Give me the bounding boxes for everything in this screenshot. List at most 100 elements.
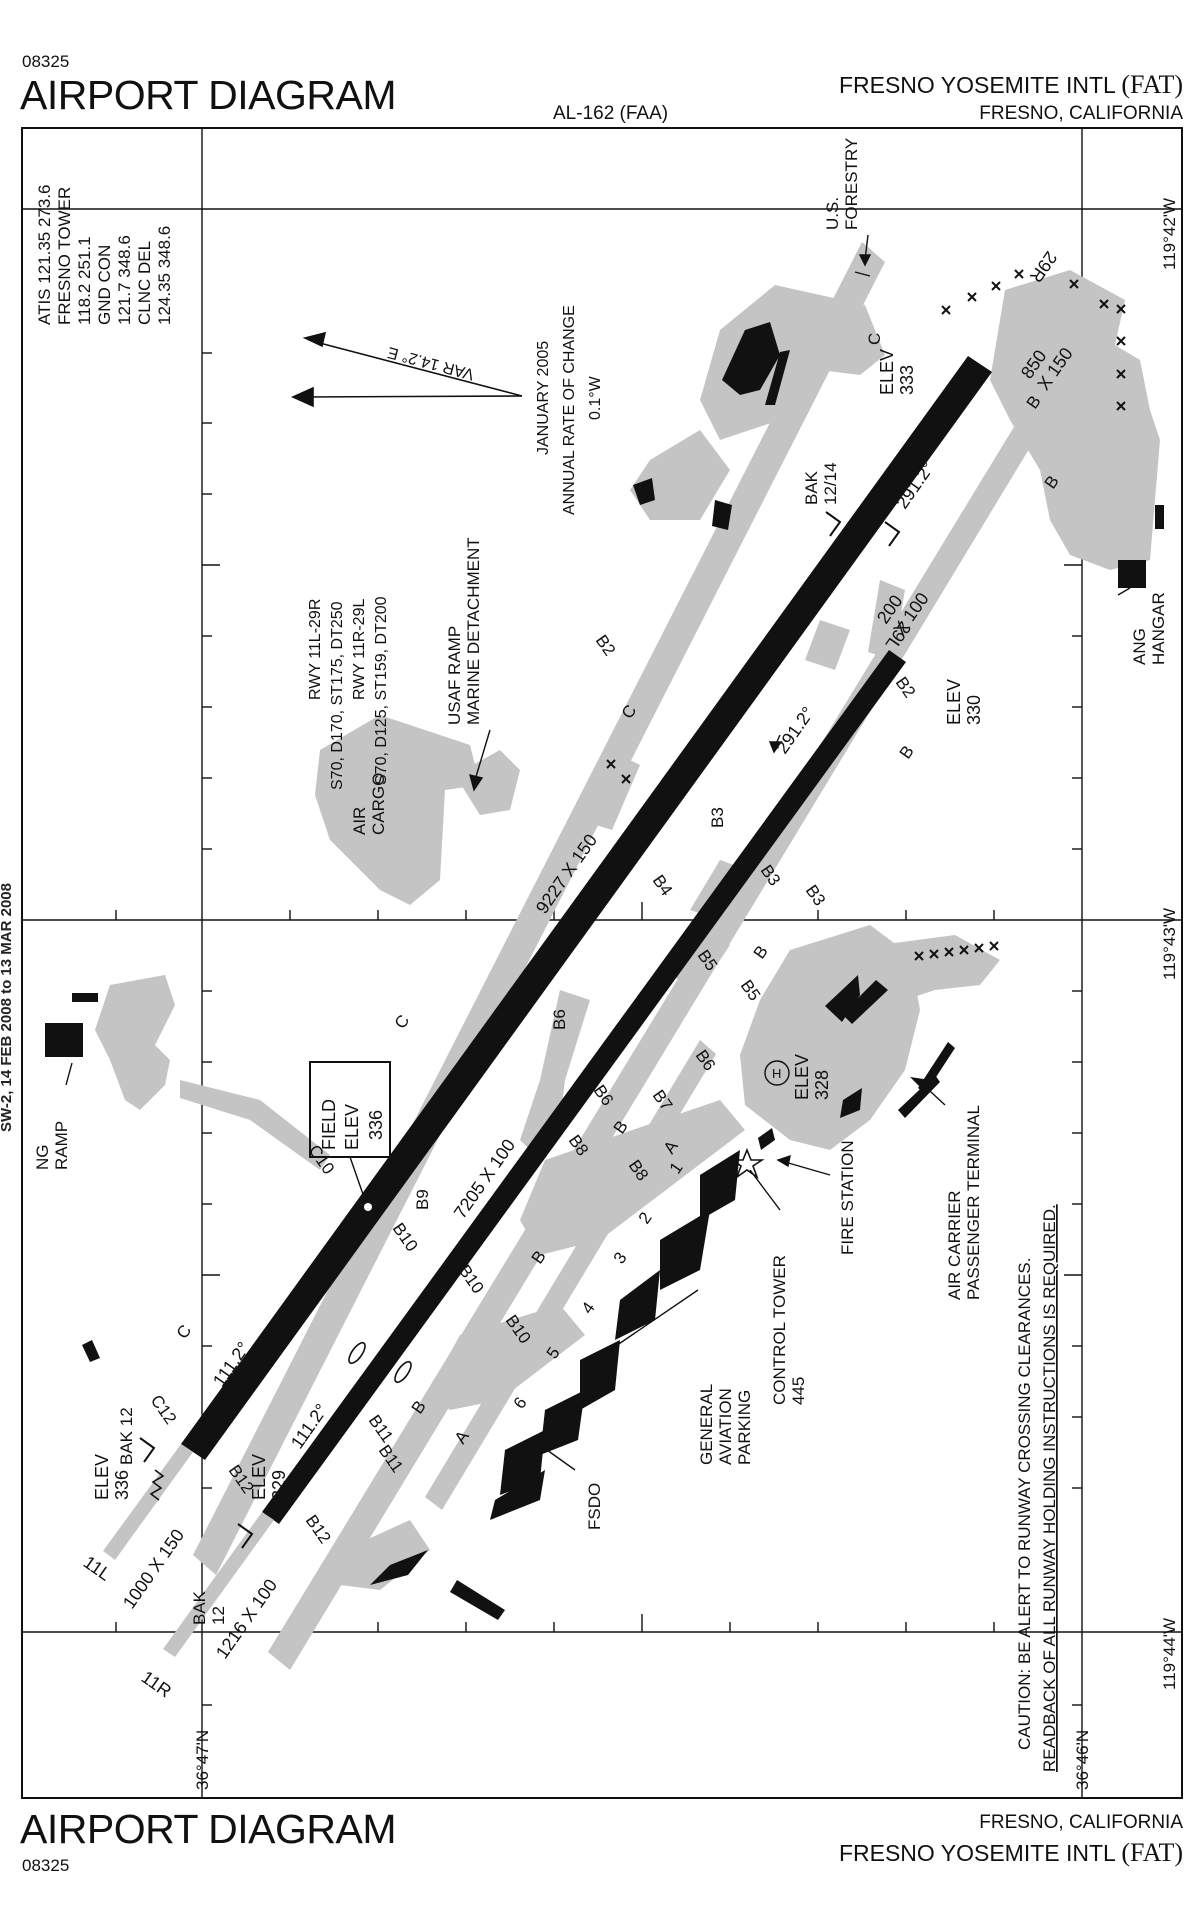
mag-rate-value: 0.1°W xyxy=(587,375,604,420)
lat-46-label: 36°46'N xyxy=(1073,1730,1092,1790)
clnc-freq: 124.35 348.6 xyxy=(155,226,174,325)
twy-c-southwest: C xyxy=(173,1321,196,1342)
ga-parking-label: GENERALAVIATIONPARKING xyxy=(697,1384,754,1465)
ga-spot-2: 2 xyxy=(635,1209,656,1228)
twy-b-terminal: B xyxy=(750,942,772,962)
bak-12-14: BAK12/14 xyxy=(802,462,840,505)
us-forestry-label: U.S.FORESTRY xyxy=(823,138,861,230)
frequency-block: ATIS 121.35 273.6 FRESNO TOWER 118.2 251… xyxy=(35,184,174,325)
chart-number-top: 08325 xyxy=(22,52,70,71)
elev-29r: ELEV333 xyxy=(877,349,917,395)
usaf-ramp-label: USAF RAMPMARINE DETACHMENT xyxy=(445,537,483,725)
strength-line-2: S70, D170, ST175, DT250 xyxy=(329,601,346,790)
facility-labels: U.S.FORESTRY USAF RAMPMARINE DETACHMENT … xyxy=(33,138,1168,1530)
elev-terminal: ELEV328 xyxy=(792,1054,832,1100)
control-tower-label: CONTROL TOWER445 xyxy=(770,1255,808,1405)
taxiway-labels: C C C C B B B B B B B A A B2 B2 B3 B3 B3… xyxy=(147,333,1063,1547)
fire-station-label: FIRE STATION xyxy=(838,1140,857,1255)
faa-number: AL-162 (FAA) xyxy=(553,103,669,124)
leader-lines xyxy=(65,234,1131,1471)
frame xyxy=(21,127,1183,1799)
rwy-11l-label: 11L xyxy=(80,1552,115,1585)
bak-12-bottom: BAK12 xyxy=(190,1590,228,1625)
ng-ramp-label: NGRAMP xyxy=(33,1121,71,1170)
strength-line-1: RWY 11L-29R xyxy=(307,599,324,700)
page-title: AIRPORT DIAGRAM xyxy=(20,72,397,118)
twy-b11-north: B11 xyxy=(365,1411,397,1446)
air-carrier-label: AIR CARRIERPASSENGER TERMINAL xyxy=(945,1105,983,1300)
rwy-11r-label: 11R xyxy=(138,1667,175,1702)
field-elev-leader xyxy=(349,1156,366,1201)
chart-number-bottom: 08325 xyxy=(22,1856,70,1875)
runway-end-ovals xyxy=(348,398,964,1384)
bak-12-left: BAK 12 xyxy=(117,1407,136,1465)
overrun-11r xyxy=(163,1512,274,1657)
ga-spot-3: 3 xyxy=(610,1249,631,1268)
arresting-labels: BAK12/14 BAK 12 BAK12 xyxy=(117,462,840,1625)
lon-43-label: 119°43'W xyxy=(1160,908,1179,980)
gnd-label: GND CON xyxy=(95,245,114,325)
buildings xyxy=(45,322,1164,1620)
runway-11l-29r xyxy=(181,356,992,1460)
strength-line-4: S70, D125, ST159, DT200 xyxy=(373,596,390,785)
twy-b2-north: B2 xyxy=(592,631,619,659)
city-top: FRESNO, CALIFORNIA xyxy=(979,103,1183,124)
magnetic-info: VAR 14.2° E JANUARY 2005 ANNUAL RATE OF … xyxy=(386,305,604,515)
caution-block: CAUTION: BE ALERT TO RUNWAY CROSSING CLE… xyxy=(1015,1204,1059,1772)
gnd-freq: 121.7 348.6 xyxy=(115,235,134,325)
twy-b-mid: B xyxy=(896,742,918,762)
mag-var: VAR 14.2° E xyxy=(386,343,476,382)
elevation-labels: FIELD ELEV 336 ELEV333 ELEV330 ELEV336 E… xyxy=(92,349,984,1500)
airport-name: FRESNO YOSEMITE INTL xyxy=(838,72,1115,98)
air-cargo-label: AIRCARGO xyxy=(350,773,388,835)
field-elev-label: ELEV xyxy=(342,1104,362,1150)
twy-c-north: C xyxy=(865,333,884,345)
caution-line-1: CAUTION: BE ALERT TO RUNWAY CROSSING CLE… xyxy=(1015,1258,1034,1751)
footer-title: AIRPORT DIAGRAM xyxy=(20,1806,397,1852)
arresting-gear xyxy=(139,511,901,1549)
tower-label: FRESNO TOWER xyxy=(55,187,74,325)
twy-b9: B9 xyxy=(413,1189,432,1210)
heliport-circle xyxy=(764,1060,790,1086)
footer-airport-name-text: FRESNO YOSEMITE INTL xyxy=(838,1840,1115,1866)
footer-airport-name: FRESNO YOSEMITE INTL (FAT) xyxy=(839,1838,1183,1868)
field-elev-value: 336 xyxy=(366,1110,386,1140)
lon-44-label: 119°44'W xyxy=(1160,1618,1179,1690)
control-tower-icon xyxy=(729,1147,765,1180)
ang-hangar-label: ANGHANGAR xyxy=(1130,592,1168,665)
twy-b2-south: B2 xyxy=(892,673,919,701)
ga-spot-4: 4 xyxy=(578,1299,599,1318)
clnc-label: CLNC DEL xyxy=(135,241,154,325)
lat-47-label: 36°47'N xyxy=(193,1730,212,1790)
footer-airport-id: (FAT) xyxy=(1121,1838,1183,1867)
strength-block: RWY 11L-29R S70, D170, ST175, DT250 RWY … xyxy=(307,596,390,790)
mag-rate: ANNUAL RATE OF CHANGE xyxy=(561,305,578,515)
lon-42-label: 119°42'W xyxy=(1160,198,1179,270)
tower-freq: 118.2 251.1 xyxy=(75,236,94,325)
atis-freq: ATIS 121.35 273.6 xyxy=(35,184,54,325)
twy-b3-east: B3 xyxy=(802,881,829,909)
twy-c-west: C xyxy=(391,1011,414,1032)
airport-name-top: FRESNO YOSEMITE INTL (FAT) xyxy=(839,70,1183,100)
north-arrows xyxy=(291,331,523,408)
fsdo-label: FSDO xyxy=(585,1483,604,1530)
mag-date: JANUARY 2005 xyxy=(535,341,552,455)
elev-11l: ELEV336 xyxy=(92,1454,132,1500)
elev-29l: ELEV330 xyxy=(944,679,984,725)
field-label: FIELD xyxy=(319,1099,339,1150)
twy-b4: B4 xyxy=(649,871,676,899)
heading-29l: 291.2° xyxy=(772,703,818,757)
heliport-label: H xyxy=(772,1066,781,1081)
twy-b12-south: B12 xyxy=(302,1511,335,1547)
strength-line-3: RWY 11R-29L xyxy=(351,599,368,700)
field-elev-point xyxy=(364,1203,372,1211)
twy-b6-north: B6 xyxy=(550,1009,569,1030)
caution-line-2: READBACK OF ALL RUNWAY HOLDING INSTRUCTI… xyxy=(1040,1204,1059,1772)
twy-b3-north: B3 xyxy=(708,807,727,828)
runways xyxy=(103,356,992,1657)
twy-c12: C12 xyxy=(147,1391,180,1427)
closed-markers xyxy=(606,269,1126,961)
runway-11r-29l xyxy=(262,650,906,1524)
ga-spot-6: 6 xyxy=(510,1394,531,1413)
